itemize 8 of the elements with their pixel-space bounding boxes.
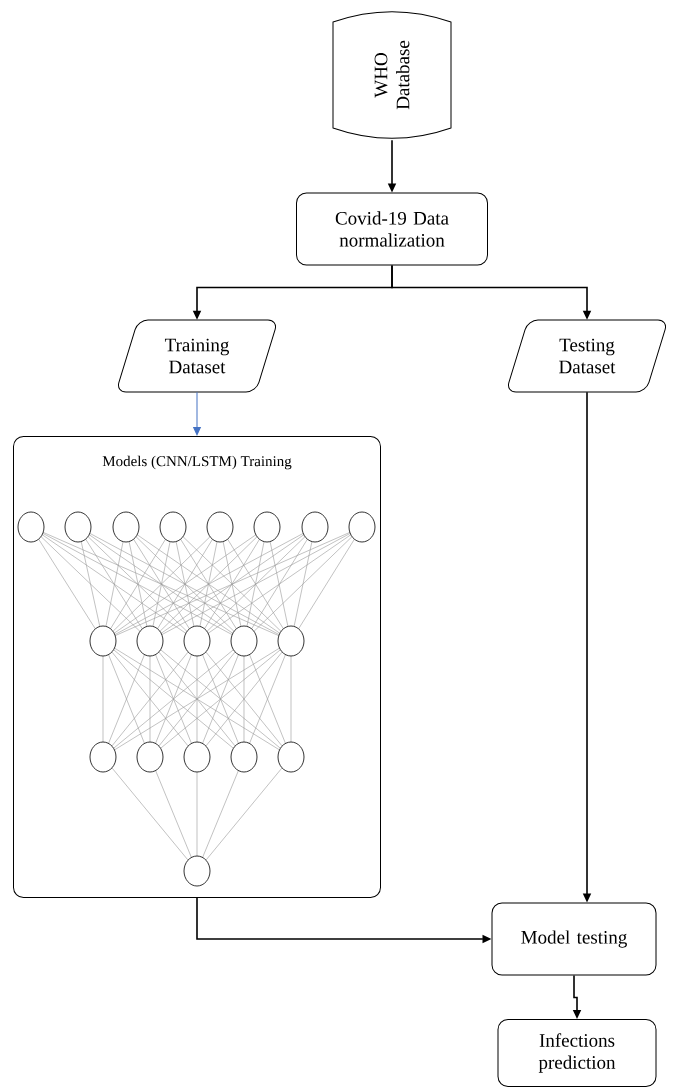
process-box: Covid-19 Data normalization xyxy=(296,192,488,266)
process-box: Model testing xyxy=(491,902,657,976)
arrow xyxy=(193,391,201,436)
process-box: Infections prediction xyxy=(497,1019,657,1087)
model-training-panel: Models (CNN/LSTM) Training xyxy=(13,436,381,898)
database-cylinder: WHO Database xyxy=(332,11,452,139)
data-parallelogram: Testing Dataset xyxy=(508,319,666,393)
data-parallelogram: Training Dataset xyxy=(118,319,276,393)
